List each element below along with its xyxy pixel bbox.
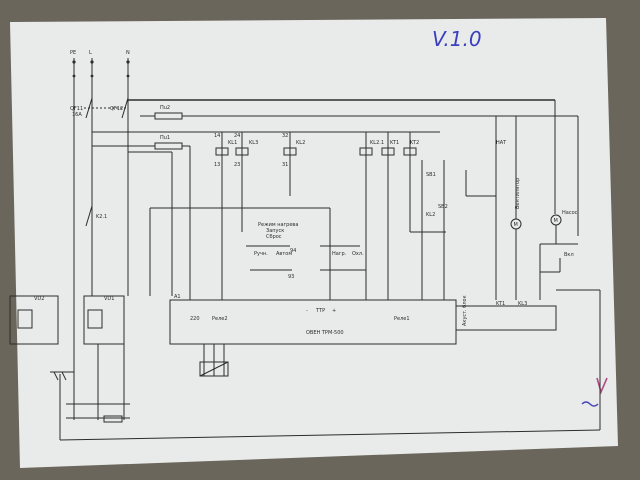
pin-13: 13 [214,162,220,168]
timer-block [455,305,557,331]
pin-14: 14 [214,133,220,139]
sensor-sb1: SB1 [426,172,436,178]
pin-94: 94 [290,248,296,254]
breaker-qf11 [84,97,129,119]
thermistor-sensor [199,344,229,377]
bus-label-pe: PE [70,50,76,56]
breaker-qf12-label: QF12 [110,106,123,112]
pump-motor-letter: M [554,218,558,224]
fuse-fu2 [154,112,183,120]
sensor-switches [410,160,496,300]
pin-31: 31 [282,162,288,168]
breaker-qf11-label: QF11 [70,106,83,112]
relay-kl3-label: KL3 [249,140,258,146]
power-supply-vd2 [9,295,59,345]
fuse-fu2-label: Пu2 [160,105,170,111]
pump-switch-wires [539,225,578,300]
controller-minus: - [306,308,308,314]
power-supply-vd2-core [17,309,33,329]
mode-sub-start: Запуск [266,228,284,234]
mode-manual: Ручн. [254,251,268,257]
fuse-fu1 [154,142,183,150]
power-supply-vd1 [83,295,125,345]
bus-label-l: L [89,50,92,56]
power-supply-vd1-core [87,309,103,329]
controller-side-label: Акуст. блок [462,295,468,326]
timer-kl3-label: KL3 [518,301,527,307]
controller-relay2: Реле2 [212,316,228,322]
ground-network [50,344,601,441]
fuse-fu1-label: Пu1 [160,135,170,141]
pin-24: 24 [234,133,240,139]
relay-kl1-label: KL1 [228,140,237,146]
controller-input: ТТР [315,308,325,314]
controller-model: ОВЕН ТРМ-500 [306,330,344,336]
mode-title: Режим нагрева [258,222,298,228]
paper-sheet [10,18,618,468]
pump-on-label: Вкл [564,252,574,258]
controller-plus: + [332,308,336,314]
pin-23: 23 [234,162,240,168]
relay-kt2-label: KT2 [410,140,419,146]
pin-32: 32 [282,133,288,139]
relay-contacts-top [215,116,497,300]
sensor-sb2: SB2 [438,204,448,210]
power-vd1-label: VD1 [104,296,114,302]
margin-mark-v [596,377,608,395]
mode-switch-block [149,207,366,300]
pin-93: 93 [288,274,294,280]
margin-mark-squiggle [581,401,599,407]
relay-k21-contact [85,205,93,227]
timer-kt1-label: KT1 [496,301,505,307]
relay-nat-label: НАТ [496,140,507,146]
relay-kt1-label: KT1 [390,140,399,146]
mode-cool: Охл. [352,251,364,257]
relay-k21-label: K2.1 [96,214,107,220]
main-buses [72,58,130,372]
version-note: V.1.0 [432,27,482,51]
blower-motor-letter: M [514,222,518,228]
bus-label-n: N [126,50,130,56]
mode-auto: Автом [276,251,292,257]
controller-tag: A1 [174,294,181,300]
controller-rated: 220 [190,316,200,322]
power-vd2-label: VD2 [34,296,44,302]
controller-relay1: Реле1 [394,316,410,322]
relay-kl2-label: KL2 [296,140,305,146]
mode-heat: Нагр. [332,251,347,257]
relay-kl21-label: KL2.1 [370,140,384,146]
distribution-wires [92,99,579,300]
pump-label: Насос [562,210,578,216]
sensor-kl2b: KL2 [426,212,435,218]
mode-sub-reset: Сброс [266,234,282,240]
blower-label: Вентилятор [515,178,521,209]
breaker-qf11-rating: 16A [72,112,82,118]
